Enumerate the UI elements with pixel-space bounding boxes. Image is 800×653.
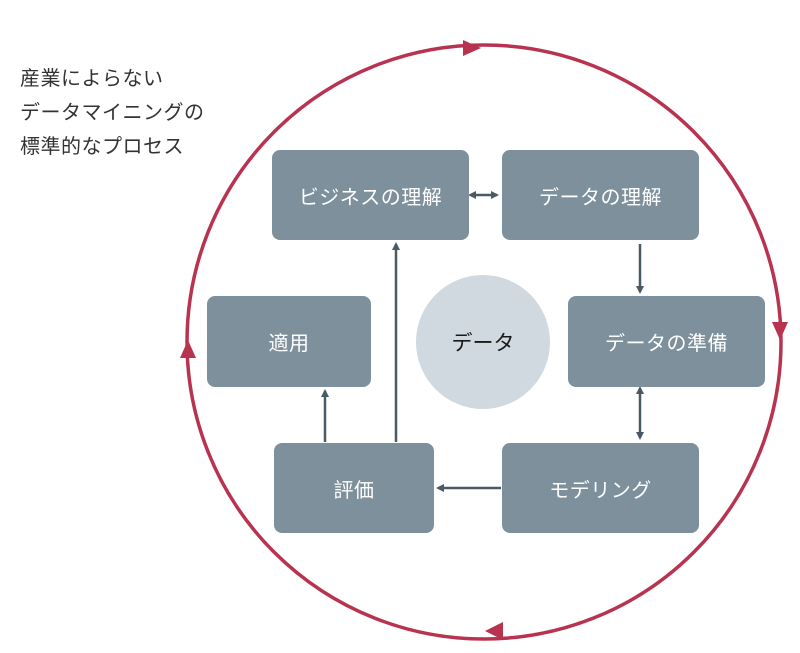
node-label: 適用 — [268, 331, 310, 355]
diagram-title-line-1: 産業によらない — [20, 66, 164, 90]
cycle-arrow-right-icon — [772, 322, 788, 340]
diagram-title-line-2: データマイニングの — [20, 100, 205, 124]
node-label: データの理解 — [539, 184, 662, 209]
node-label: データの準備 — [605, 331, 728, 355]
node-label: 評価 — [333, 477, 375, 502]
node-label: ビジネスの理解 — [298, 184, 443, 209]
node-modeling: モデリング — [502, 443, 699, 533]
node-business-understanding: ビジネスの理解 — [272, 150, 469, 240]
cycle-arrow-top-icon — [463, 40, 481, 56]
cycle-arrow-left-icon — [180, 340, 196, 358]
outer-cycle-ring — [185, 43, 783, 641]
node-data-preparation: データの準備 — [568, 296, 765, 387]
node-evaluation: 評価 — [274, 443, 434, 533]
diagram-title-line-3: 標準的なプロセス — [20, 134, 184, 158]
center-label: データ — [451, 331, 515, 355]
node-deployment: 適用 — [207, 296, 371, 387]
cycle-arrow-bottom-icon — [485, 622, 503, 640]
node-label: モデリング — [549, 477, 652, 502]
node-data-understanding: データの理解 — [502, 150, 699, 240]
center-data-node: データ — [416, 275, 550, 409]
